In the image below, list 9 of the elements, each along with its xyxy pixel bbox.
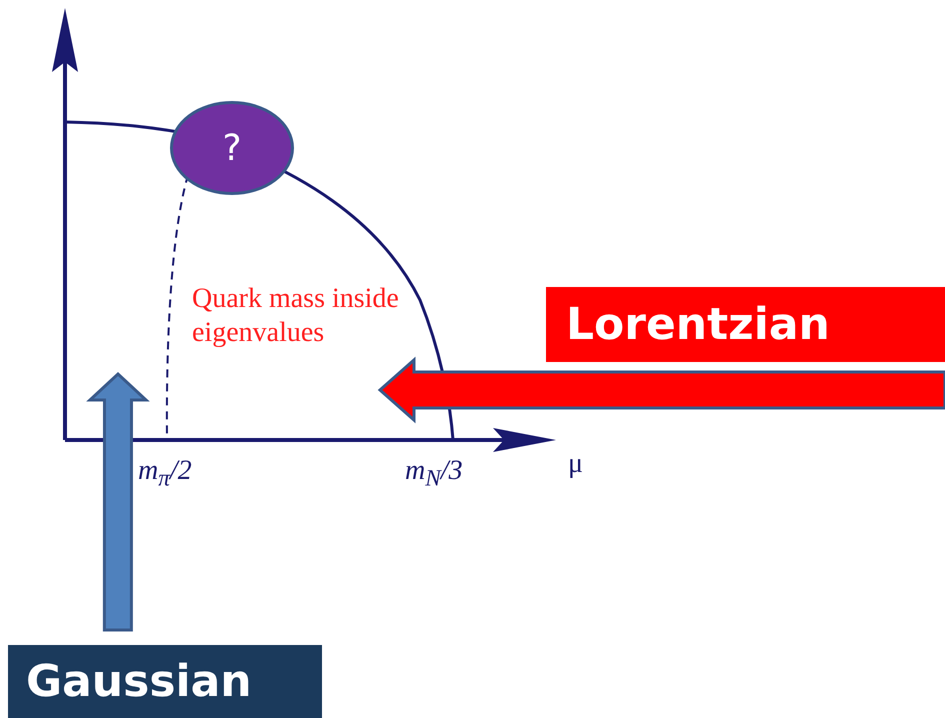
axis-tick-label: m$_{N}$/3 — [405, 455, 463, 493]
question-ellipse: ? — [170, 101, 294, 195]
axis-tick-label: m$_{π}$/2 — [138, 455, 192, 493]
block-arrow — [86, 372, 150, 632]
annotation-text: Quark mass inside eigenvalues — [192, 282, 400, 350]
block-arrow — [378, 356, 945, 424]
title-banner: Gaussian — [8, 645, 322, 718]
title-banner: Lorentzian — [546, 287, 945, 362]
axis-label: μ — [568, 448, 584, 480]
